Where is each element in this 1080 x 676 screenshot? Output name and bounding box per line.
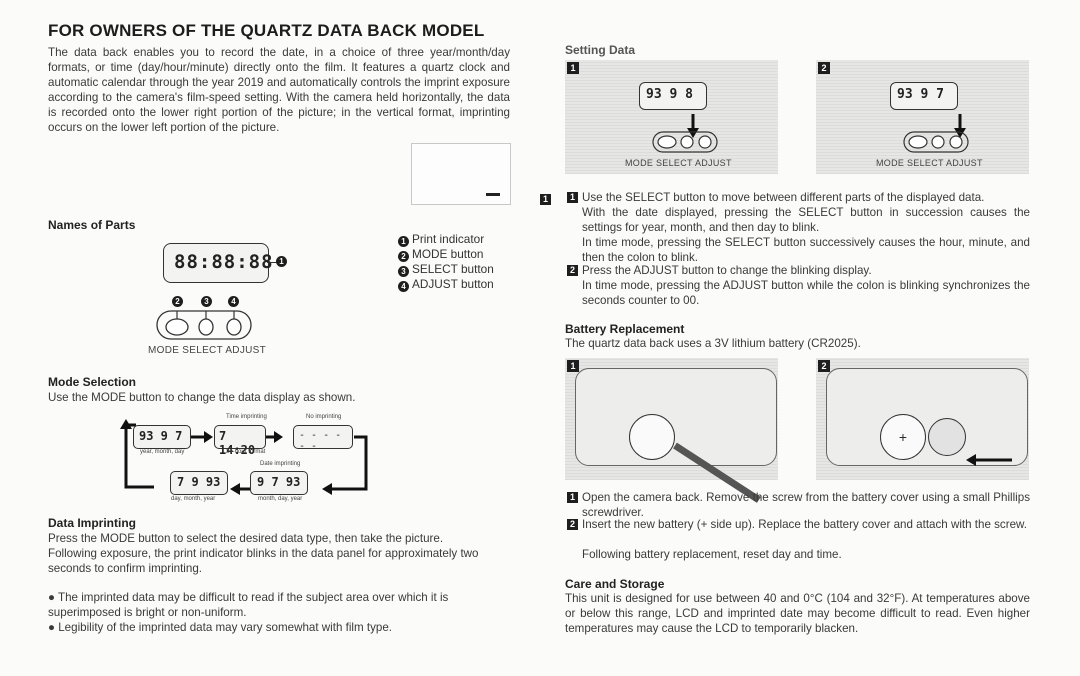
- caption-no-imprinting: No imprinting: [306, 414, 342, 420]
- setting-step-2-line-2: In time mode, pressing the ADJUST button…: [582, 279, 1030, 307]
- setting-step-2-line-1: Press the ADJUST button to change the bl…: [582, 264, 872, 277]
- setting-panel-1-lcd: 93 9 8: [639, 82, 707, 110]
- setting-panel-1-buttons: [652, 114, 718, 153]
- battery-text: The quartz data back uses a 3V lithium b…: [565, 337, 861, 350]
- lcd-panel: 88:88:88: [163, 243, 273, 283]
- data-imprinting-p1: Press the MODE button to select the desi…: [48, 532, 444, 545]
- sample-picture-frame: [411, 143, 511, 205]
- battery-step-2-text: Insert the new battery (+ side up). Repl…: [582, 518, 1027, 531]
- caption-mdy: month, day, year: [258, 496, 303, 502]
- intro-paragraph: The data back enables you to record the …: [48, 46, 510, 134]
- setting-step-2-num: 2: [567, 265, 578, 276]
- caption-dmy: day, month, year: [171, 496, 216, 502]
- mode-selection-heading: Mode Selection: [48, 375, 137, 389]
- mode-cycle-diagram: [120, 419, 368, 495]
- marker-2: 2: [172, 296, 183, 307]
- select-button-shape: [198, 318, 214, 336]
- data-imprinting-p2: Following exposure, the print indicator …: [48, 547, 479, 575]
- caption-24h: 24-hour format: [226, 449, 266, 455]
- battery-heading: Battery Replacement: [565, 322, 685, 336]
- battery-2: +: [880, 414, 926, 460]
- adjust-button-shape: [226, 318, 242, 336]
- battery-step-1-num: 1: [567, 492, 578, 503]
- battery-cover-2: [928, 418, 966, 456]
- caption-time-imprinting: Time imprinting: [226, 414, 267, 420]
- marker-1: 1: [276, 256, 287, 267]
- marker-4: 4: [228, 296, 239, 307]
- camera-back-outline-1: [575, 368, 777, 466]
- display-no-imprint: - - - - - -: [293, 425, 353, 452]
- setting-panel-2: 2 93 9 7 MODE SELECT ADJUST: [816, 60, 1029, 174]
- indicator-leader-line: [267, 262, 277, 264]
- battery-after-text: Following battery replacement, reset day…: [582, 548, 842, 561]
- bullet-1: ● The imprinted data may be difficult to…: [48, 591, 449, 619]
- lcd-digits: 88:88:88: [174, 251, 274, 273]
- button-row-diagram: [156, 310, 252, 340]
- setting-panel-1: 1 93 9 8 MODE SELECT ADJUST: [565, 60, 778, 174]
- battery-panel-2: 2 +: [816, 358, 1029, 480]
- display-day-month-year: 7 9 93: [170, 471, 228, 495]
- battery-panel-1: 1: [565, 358, 778, 503]
- setting-panel-2-lcd: 93 9 7: [890, 82, 958, 110]
- arrow-left-icon: [966, 454, 1012, 466]
- display-time: 7 14:20: [214, 425, 266, 457]
- left-page: FOR OWNERS OF THE QUARTZ DATA BACK MODEL…: [48, 21, 511, 634]
- button-caption: MODE SELECT ADJUST: [148, 345, 267, 356]
- names-of-parts-heading: Names of Parts: [48, 218, 136, 232]
- caption-date-imprinting: Date imprinting: [260, 461, 301, 467]
- imprint-mark: [486, 193, 500, 196]
- mode-selection-text: Use the MODE button to change the data d…: [48, 391, 356, 404]
- right-page: Setting Data 1 93 9 8 MODE SELECT ADJUST…: [540, 0, 1080, 676]
- battery-step-1-text: Open the camera back. Remove the screw f…: [582, 491, 1030, 519]
- camera-back-outline-2: [826, 368, 1028, 466]
- display-year-month-day: 93 9 7: [133, 425, 191, 449]
- care-heading: Care and Storage: [565, 577, 665, 591]
- display-month-day-year: 9 7 93: [250, 471, 308, 495]
- battery-cover-1: [629, 414, 675, 460]
- data-imprinting-heading: Data Imprinting: [48, 516, 137, 530]
- mode-button-shape: [165, 318, 189, 336]
- caption-ymd: year, month, day: [140, 449, 185, 455]
- setting-panel-2-buttons: [903, 114, 969, 153]
- marker-3: 3: [201, 296, 212, 307]
- setting-data-heading: Setting Data: [565, 43, 636, 57]
- setting-step-1-num: 1: [567, 192, 578, 203]
- page-title: FOR OWNERS OF THE QUARTZ DATA BACK MODEL: [48, 21, 485, 40]
- care-text: This unit is designed for use between 40…: [565, 592, 1030, 635]
- bullet-2: ● Legibility of the imprinted data may v…: [48, 621, 393, 634]
- battery-step-2-num: 2: [567, 519, 578, 530]
